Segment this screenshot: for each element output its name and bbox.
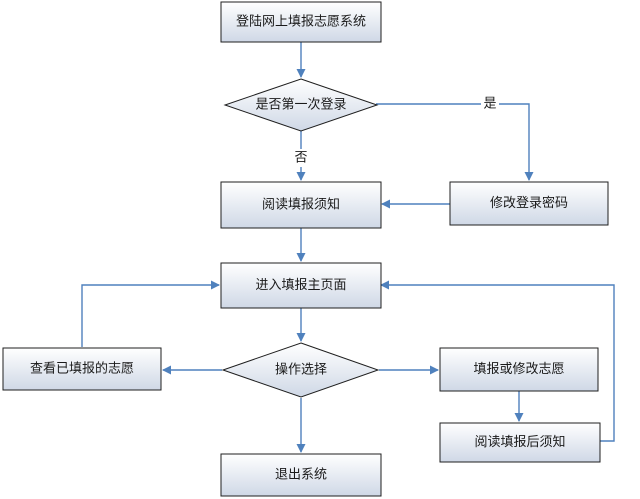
edge-label-yes: 是 xyxy=(483,97,496,112)
node-login: 登陆网上填报志愿系统 xyxy=(220,1,382,43)
edge-label-yes-bg xyxy=(481,96,499,113)
node-view-choices-label: 查看已填报的志愿 xyxy=(30,361,134,377)
node-read-notice: 阅读填报须知 xyxy=(220,181,382,229)
node-operation-label: 操作选择 xyxy=(275,362,327,378)
node-change-password-label: 修改登录密码 xyxy=(490,195,568,211)
edge-label-no: 否 xyxy=(294,151,307,166)
node-exit-label: 退出系统 xyxy=(275,468,327,483)
node-view-choices: 查看已填报的志愿 xyxy=(2,347,162,391)
node-first-login-decision: 是否第一次登录 xyxy=(223,78,379,132)
connectors xyxy=(81,42,615,453)
node-read-after-notice-label: 阅读填报后须知 xyxy=(474,434,565,450)
node-login-label: 登陆网上填报志愿系统 xyxy=(236,14,366,30)
node-main-page-label: 进入填报主页面 xyxy=(255,278,346,293)
node-change-password: 修改登录密码 xyxy=(449,181,609,226)
edge-after-notice-to-main xyxy=(380,280,615,442)
node-fill-or-modify-label: 填报或修改志愿 xyxy=(473,362,564,377)
edge-label-no-bg xyxy=(291,149,311,167)
node-read-after-notice: 阅读填报后须知 xyxy=(439,422,601,463)
node-operation-decision: 操作选择 xyxy=(221,342,380,398)
node-first-login-label: 是否第一次登录 xyxy=(255,97,346,113)
edge-first-login-yes xyxy=(376,103,534,181)
node-exit: 退出系统 xyxy=(220,453,382,497)
node-read-notice-label: 阅读填报须知 xyxy=(262,197,340,213)
node-fill-or-modify: 填报或修改志愿 xyxy=(439,347,599,392)
node-main-page: 进入填报主页面 xyxy=(220,262,382,309)
edge-view-to-main xyxy=(81,280,220,347)
